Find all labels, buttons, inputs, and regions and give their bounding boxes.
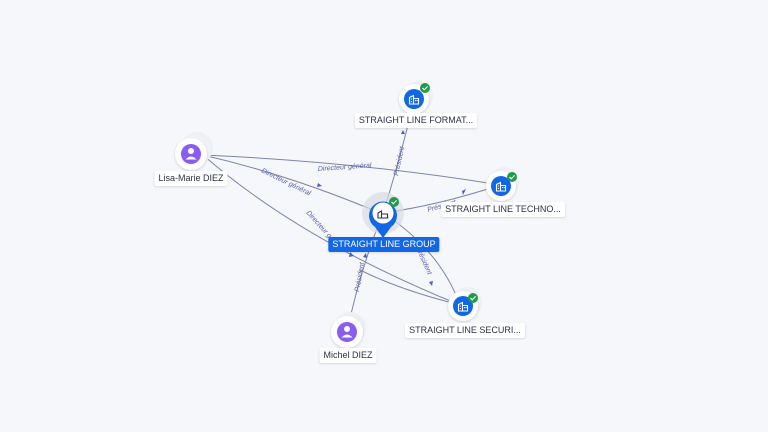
person-label-lisa-marie[interactable]: Lisa-Marie DIEZ <box>154 171 228 186</box>
edge-arrow-lisa-securi <box>349 252 354 257</box>
company-label-techno[interactable]: STRAIGHT LINE TECHNO... <box>441 202 565 217</box>
company-node-format[interactable] <box>399 81 433 114</box>
edge-michel-securi <box>359 269 461 306</box>
edge-arrow-group-techno <box>462 189 466 195</box>
check-badge-icon <box>507 172 517 182</box>
person-label-michel[interactable]: Michel DIEZ <box>319 348 377 363</box>
check-badge-icon <box>468 293 478 303</box>
person-node-michel[interactable] <box>331 312 366 348</box>
edge-arrow-lisa-group <box>317 183 322 187</box>
company-node-techno[interactable] <box>486 167 519 201</box>
company-node-securi[interactable] <box>448 287 482 321</box>
center-company-label[interactable]: STRAIGHT LINE GROUP <box>328 237 440 252</box>
building-icon <box>377 210 389 219</box>
edge-arrow-group-format <box>401 130 405 134</box>
edge-arrow-group-securi <box>429 281 433 286</box>
edge-label-lisa-techno: Directeur général <box>318 162 372 173</box>
person-node-lisa-marie[interactable] <box>175 132 213 170</box>
company-label-securi[interactable]: STRAIGHT LINE SECURI... <box>405 323 525 338</box>
edge-label-michel-group: Président <box>354 261 366 292</box>
edge-lisa-group <box>202 154 381 214</box>
check-badge-icon <box>389 197 399 207</box>
company-label-format[interactable]: STRAIGHT LINE FORMAT... <box>354 113 478 128</box>
edge-lisa-securi <box>202 154 461 306</box>
edge-label-lisa-group: Directeur général <box>260 168 312 198</box>
edge-lisa-techno <box>202 154 501 186</box>
check-badge-icon <box>420 83 430 93</box>
edge-arrow-michel-group <box>363 253 367 258</box>
center-company-node[interactable] <box>362 192 404 238</box>
